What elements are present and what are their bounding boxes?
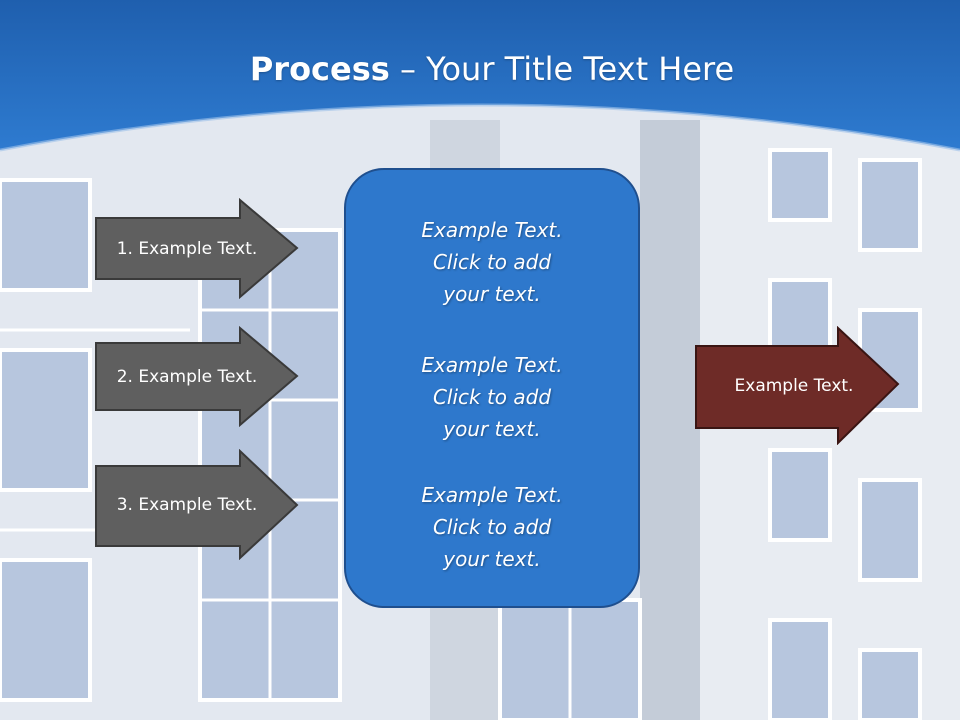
- center-paragraph-2: Example Text. Click to add your text.: [346, 349, 638, 445]
- slide-title[interactable]: Process – Your Title Text Here: [0, 50, 960, 88]
- arrow-shape: [695, 326, 900, 445]
- paragraph-line: your text.: [443, 282, 541, 306]
- left-arrow-2-label: 2. Example Text.: [116, 366, 258, 387]
- left-arrow-3-label: 3. Example Text.: [116, 494, 258, 515]
- center-paragraph-1: Example Text. Click to add your text.: [346, 214, 638, 310]
- left-arrow-3[interactable]: 3. Example Text.: [94, 449, 299, 560]
- left-arrow-1-label: 1. Example Text.: [116, 238, 258, 259]
- paragraph-line: Example Text.: [421, 353, 563, 377]
- center-text-box[interactable]: Example Text. Click to add your text. Ex…: [344, 168, 640, 608]
- paragraph-line: your text.: [443, 417, 541, 441]
- paragraph-line: your text.: [443, 547, 541, 571]
- paragraph-line: Click to add: [432, 515, 552, 539]
- left-arrow-1[interactable]: 1. Example Text.: [94, 198, 299, 299]
- title-bold-text: Process: [249, 50, 390, 88]
- right-arrow-label: Example Text.: [734, 375, 854, 396]
- arrow-shape: [95, 449, 299, 560]
- center-paragraph-3: Example Text. Click to add your text.: [346, 479, 638, 575]
- right-arrow[interactable]: Example Text.: [694, 326, 900, 445]
- paragraph-line: Example Text.: [421, 483, 563, 507]
- paragraph-line: Example Text.: [421, 218, 563, 242]
- paragraph-line: Click to add: [432, 250, 552, 274]
- left-arrow-2[interactable]: 2. Example Text.: [94, 326, 299, 427]
- arrow-shape: [95, 198, 299, 299]
- arrow-shape: [95, 326, 299, 427]
- title-rest-text: – Your Title Text Here: [389, 50, 735, 88]
- paragraph-line: Click to add: [432, 385, 552, 409]
